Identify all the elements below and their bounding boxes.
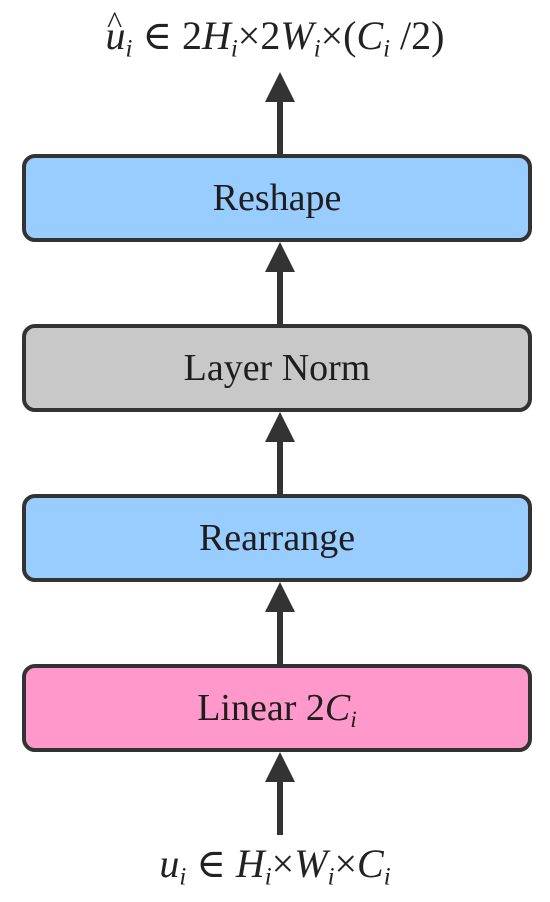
output-w: W [280, 13, 314, 58]
output-times-1: × [237, 13, 261, 58]
output-shape-label: ui ∈ 2Hi×2Wi×(Ci /2) [0, 0, 550, 63]
reshape-block: Reshape [22, 154, 532, 242]
reshape-block-label: Reshape [212, 177, 342, 219]
arrow-head [265, 412, 295, 442]
arrow-head [265, 72, 295, 102]
output-w-sub: i [313, 35, 321, 63]
arrow-up-icon [265, 752, 295, 835]
output-in-symbol: ∈ [142, 13, 173, 58]
input-times-1: × [271, 841, 295, 886]
output-symbol-sub: i [125, 35, 133, 63]
layer-norm-block: Layer Norm [22, 324, 532, 412]
layer-norm-block-label: Layer Norm [183, 347, 371, 389]
output-w-coef: 2 [260, 13, 281, 58]
output-h-coef: 2 [182, 13, 203, 58]
input-in-symbol: ∈ [196, 841, 226, 886]
output-times-2: ×( [320, 13, 357, 58]
input-w: W [294, 841, 328, 886]
input-times-2: × [334, 841, 358, 886]
arrow-up-icon [265, 242, 295, 324]
arrow-up-icon [265, 582, 295, 664]
arrow-head [265, 242, 295, 272]
output-symbol: u [106, 0, 126, 60]
input-w-sub: i [327, 863, 335, 891]
output-h: H [202, 13, 231, 58]
arrow-up-icon [265, 412, 295, 494]
linear-block-text: Linear 2 [197, 687, 325, 729]
input-symbol: u [159, 841, 180, 886]
rearrange-block-label: Rearrange [198, 517, 356, 559]
output-c-sub: i [383, 35, 391, 63]
arrow-head [265, 752, 295, 782]
input-c-sub: i [383, 863, 391, 891]
input-h-sub: i [264, 863, 272, 891]
linear-block: Linear 2Ci [22, 664, 532, 752]
arrow-up-icon [265, 72, 295, 154]
output-h-sub: i [230, 35, 238, 63]
arrow-head [265, 582, 295, 612]
output-tail: /2) [390, 13, 445, 58]
linear-block-var-sub: i [350, 707, 357, 734]
rearrange-block: Rearrange [22, 494, 532, 582]
input-h: H [235, 841, 265, 886]
input-c: C [357, 841, 384, 886]
input-shape-label: ui ∈ Hi×Wi×Ci [0, 840, 550, 891]
linear-block-label: Linear 2Ci [197, 686, 357, 734]
input-symbol-sub: i [179, 863, 187, 891]
output-c: C [356, 13, 384, 58]
linear-block-var: C [324, 687, 351, 729]
